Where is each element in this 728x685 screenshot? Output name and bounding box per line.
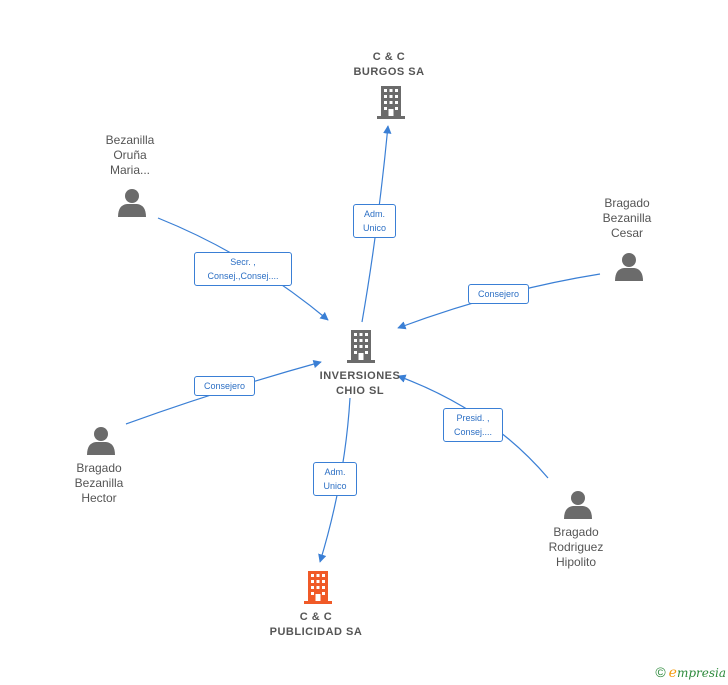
person-name-line1: Bezanilla — [105, 133, 155, 147]
company-name-line2: PUBLICIDAD SA — [269, 626, 363, 638]
person-label-maria[interactable]: Bezanilla Oruña Maria... — [80, 133, 180, 178]
company-name-line1: C & C — [299, 611, 333, 623]
company-name-line2: CHIO SL — [335, 385, 385, 397]
person-icon-maria[interactable] — [118, 189, 146, 217]
company-label-center[interactable]: INVERSIONES CHIO SL — [300, 369, 420, 399]
person-icon-hector[interactable] — [87, 427, 115, 455]
person-icon-hipolito[interactable] — [564, 491, 592, 519]
edge-role-line1: Adm. — [324, 467, 346, 477]
edge-role-line1: Secr. , — [230, 257, 256, 267]
edge-role-line2: Unico — [362, 223, 386, 233]
edge-label-to-burgos[interactable]: Adm. Unico — [353, 204, 396, 238]
company-label-burgos[interactable]: C & C BURGOS SA — [329, 50, 449, 80]
copyright-icon: © — [655, 664, 666, 680]
edge-role-line1: Consejero — [477, 289, 520, 299]
person-name-line2: Rodriguez — [548, 540, 604, 554]
brand-logo-initial: e — [668, 665, 677, 681]
person-label-hipolito[interactable]: Bragado Rodriguez Hipolito — [526, 525, 626, 570]
person-name-line3: Maria... — [109, 163, 150, 177]
person-name-line1: Bragado — [76, 461, 122, 475]
edge-role-line1: Presid. , — [456, 413, 490, 423]
company-name-line2: BURGOS SA — [353, 66, 425, 78]
edge-label-hipolito[interactable]: Presid. , Consej.... — [443, 408, 503, 442]
person-name-line3: Hector — [81, 491, 117, 505]
building-icon-center[interactable] — [347, 330, 375, 363]
edge-role-line1: Consejero — [203, 381, 246, 391]
edge-label-to-publicidad[interactable]: Adm. Unico — [313, 462, 357, 496]
company-name-line1: C & C — [372, 51, 406, 63]
person-name-line2: Oruña — [113, 148, 147, 162]
edge-label-maria[interactable]: Secr. , Consej.,Consej.... — [194, 252, 292, 286]
person-name-line3: Hipolito — [555, 555, 597, 569]
edge-role-line2: Consej.... — [453, 427, 493, 437]
edge-role-line2: Consej.,Consej.... — [207, 271, 279, 281]
brand-logo-text: mpresia — [676, 666, 726, 680]
person-label-hector[interactable]: Bragado Bezanilla Hector — [49, 461, 149, 506]
building-icon-burgos[interactable] — [377, 86, 405, 119]
company-name-line1: INVERSIONES — [319, 370, 401, 382]
edge-label-cesar[interactable]: Consejero — [468, 284, 529, 304]
person-name-line2: Bezanilla — [74, 476, 124, 490]
person-name-line1: Bragado — [604, 196, 650, 210]
edge-role-line1: Adm. — [363, 209, 385, 219]
building-icon-publicidad[interactable] — [304, 571, 332, 604]
person-name-line3: Cesar — [610, 226, 643, 240]
person-icon-cesar[interactable] — [615, 253, 643, 281]
brand-footer: ©empresia — [655, 664, 726, 681]
edge-label-hector[interactable]: Consejero — [194, 376, 255, 396]
person-label-cesar[interactable]: Bragado Bezanilla Cesar — [577, 196, 677, 241]
company-label-publicidad[interactable]: C & C PUBLICIDAD SA — [251, 610, 381, 640]
person-name-line1: Bragado — [553, 525, 599, 539]
edge-role-line2: Unico — [323, 481, 347, 491]
person-name-line2: Bezanilla — [602, 211, 652, 225]
